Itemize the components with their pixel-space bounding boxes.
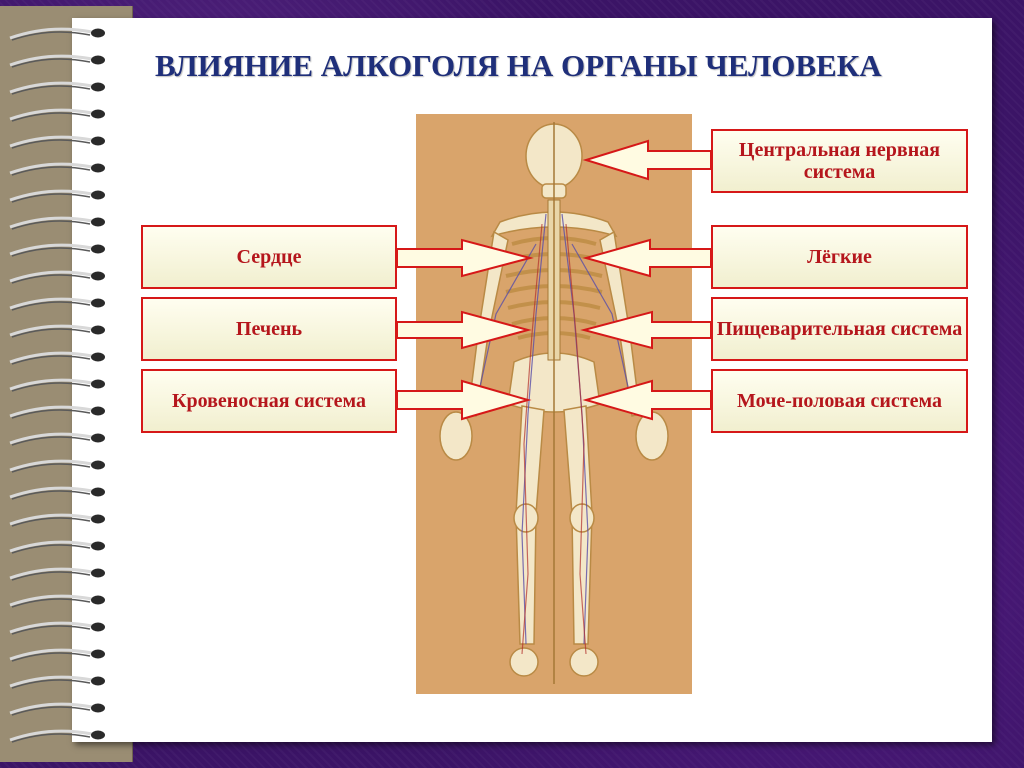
label-urogenital-text: Моче-половая система bbox=[737, 390, 942, 412]
label-heart-text: Сердце bbox=[236, 246, 302, 268]
human-skeleton-figure bbox=[439, 122, 669, 684]
label-heart: Сердце bbox=[141, 225, 397, 289]
label-digestive: Пищеварительная система bbox=[711, 297, 968, 361]
figure-panel bbox=[416, 114, 692, 694]
label-blood-text: Кровеносная система bbox=[171, 390, 366, 412]
label-cns: Центральная нервная система bbox=[711, 129, 968, 193]
label-liver-text: Печень bbox=[235, 318, 303, 340]
label-lungs: Лёгкие bbox=[711, 225, 968, 289]
label-digestive-text: Пищеварительная система bbox=[716, 318, 963, 340]
label-liver: Печень bbox=[141, 297, 397, 361]
label-cns-text: Центральная нервная система bbox=[738, 139, 941, 183]
label-urogenital: Моче-половая система bbox=[711, 369, 968, 433]
label-blood: Кровеносная система bbox=[141, 369, 397, 433]
spiral-binding-icon bbox=[9, 27, 105, 743]
page-title: ВЛИЯНИЕ АЛКОГОЛЯ НА ОРГАНЫ ЧЕЛОВЕКА bbox=[155, 48, 882, 83]
label-lungs-text: Лёгкие bbox=[807, 246, 872, 268]
